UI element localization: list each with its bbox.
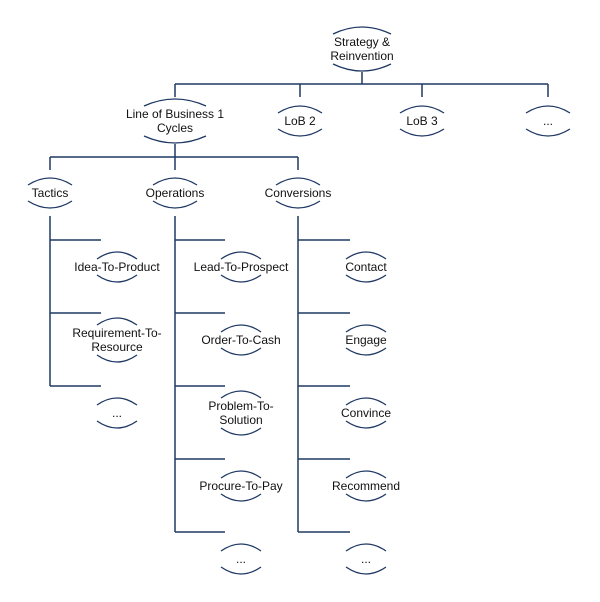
node-tactics-item-1-label: Requirement-To-	[72, 326, 161, 340]
node-lob-more-label: ...	[543, 114, 553, 128]
node-tactics-item-2-label: ...	[112, 406, 122, 420]
node-conversions-item-1-label: Engage	[345, 333, 387, 347]
node-line-of-business-1-label: Line of Business 1	[126, 107, 224, 121]
node-operations-bottom-arc	[152, 200, 198, 209]
node-strategy-reinvention-label: Reinvention	[330, 49, 393, 63]
node-operations-item-2-label: Problem-To-	[208, 399, 273, 413]
node-conversions-bottom-arc	[275, 200, 321, 209]
connector-lines	[49, 72, 549, 533]
node-conversions-item-0-bottom-arc	[345, 274, 387, 283]
node-operations-label: Operations	[146, 186, 205, 200]
node-lob-2-top-arc	[277, 105, 323, 114]
node-tactics-item-1-label: Resource	[91, 340, 143, 354]
node-operations-item-3-label: Procure-To-Pay	[199, 479, 282, 493]
node-lob-3-label: LoB 3	[406, 114, 438, 128]
node-strategy-reinvention-label: Strategy &	[334, 35, 390, 49]
node-tactics-item-2-bottom-arc	[96, 420, 138, 429]
node-line-of-business-1-top-arc	[143, 98, 207, 107]
node-tactics-item-0-label: Idea-To-Product	[74, 260, 160, 274]
node-conversions-item-2-label: Convince	[341, 406, 391, 420]
node-conversions-item-3-top-arc	[345, 470, 387, 479]
node-operations-item-2-bottom-arc	[220, 427, 262, 436]
node-conversions-item-1-top-arc	[345, 324, 387, 333]
node-conversions-item-2-top-arc	[345, 397, 387, 406]
node-conversions-item-0-label: Contact	[345, 260, 387, 274]
node-lob-more-bottom-arc	[525, 128, 571, 137]
node-operations-item-2-label: Solution	[219, 413, 262, 427]
node-conversions-top-arc	[275, 177, 321, 186]
node-operations-item-3-top-arc	[220, 470, 262, 479]
node-tactics-label: Tactics	[32, 186, 69, 200]
node-arcs	[27, 26, 571, 575]
node-operations-item-4-top-arc	[220, 543, 262, 552]
node-operations-item-2-top-arc	[220, 390, 262, 399]
node-operations-item-1-top-arc	[220, 324, 262, 333]
node-tactics-top-arc	[27, 177, 73, 186]
node-operations-item-0-bottom-arc	[220, 274, 262, 283]
node-tactics-item-0-bottom-arc	[96, 274, 138, 283]
node-tactics-item-2-top-arc	[96, 397, 138, 406]
node-operations-item-1-bottom-arc	[220, 347, 262, 356]
node-conversions-item-0-top-arc	[345, 251, 387, 260]
node-conversions-item-3-bottom-arc	[345, 493, 387, 502]
node-lob-more-top-arc	[525, 105, 571, 114]
node-conversions-item-3-label: Recommend	[332, 479, 400, 493]
node-line-of-business-1-bottom-arc	[143, 135, 207, 144]
node-conversions-item-2-bottom-arc	[345, 420, 387, 429]
node-tactics-item-1-bottom-arc	[96, 354, 138, 363]
node-operations-top-arc	[152, 177, 198, 186]
node-operations-item-4-bottom-arc	[220, 566, 262, 575]
node-lob-3-bottom-arc	[399, 128, 445, 137]
node-conversions-item-1-bottom-arc	[345, 347, 387, 356]
node-lob-3-top-arc	[399, 105, 445, 114]
node-strategy-reinvention-bottom-arc	[332, 63, 392, 72]
node-conversions-item-4-label: ...	[361, 552, 371, 566]
node-operations-item-3-bottom-arc	[220, 493, 262, 502]
node-operations-item-0-top-arc	[220, 251, 262, 260]
node-operations-item-1-label: Order-To-Cash	[201, 333, 280, 347]
node-line-of-business-1-label: Cycles	[157, 121, 193, 135]
node-tactics-bottom-arc	[27, 200, 73, 209]
node-conversions-label: Conversions	[265, 186, 332, 200]
node-operations-item-4-label: ...	[236, 552, 246, 566]
node-tactics-item-1-top-arc	[96, 317, 138, 326]
node-strategy-reinvention-top-arc	[332, 26, 392, 35]
node-operations-item-0-label: Lead-To-Prospect	[194, 260, 289, 274]
node-conversions-item-4-top-arc	[345, 543, 387, 552]
node-lob-2-label: LoB 2	[284, 114, 316, 128]
node-conversions-item-4-bottom-arc	[345, 566, 387, 575]
node-lob-2-bottom-arc	[277, 128, 323, 137]
node-tactics-item-0-top-arc	[96, 251, 138, 260]
